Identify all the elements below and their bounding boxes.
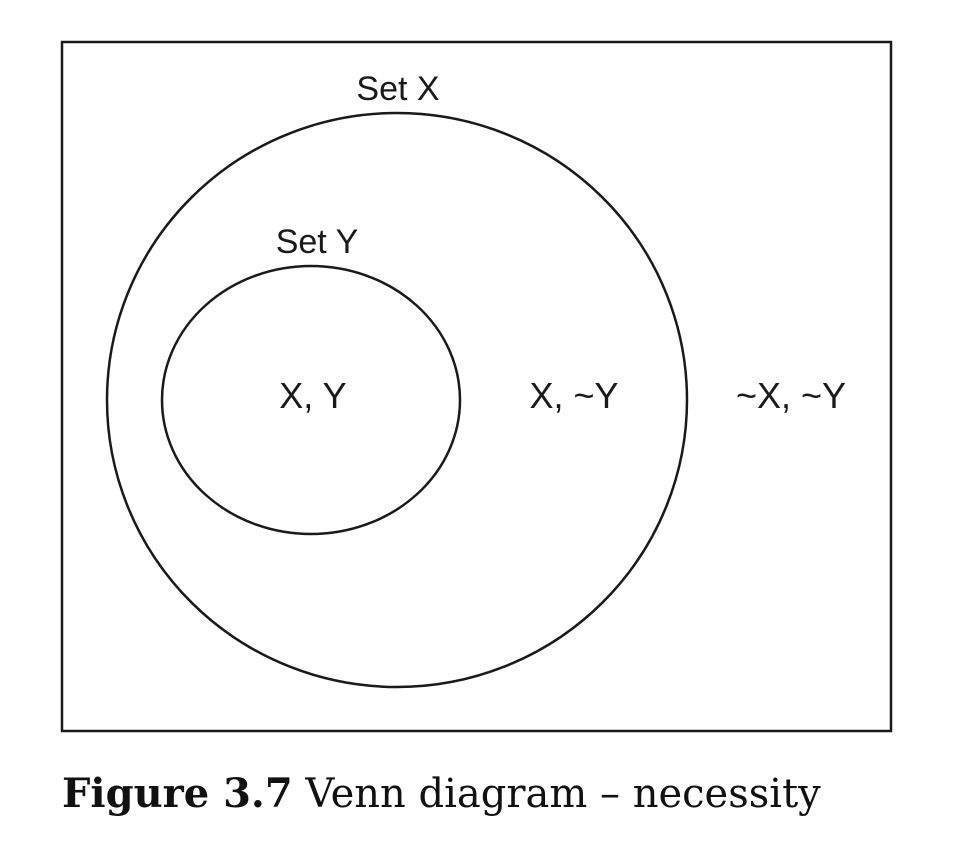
- set-y-circle: [160, 264, 462, 536]
- set-x-label: Set X: [356, 70, 439, 108]
- set-x-circle: [105, 111, 689, 689]
- region-x-y-label: X, Y: [279, 375, 346, 416]
- figure-caption: Figure 3.7 Venn diagram – necessity: [62, 770, 821, 818]
- region-not-x-not-y-label: ~X, ~Y: [736, 375, 846, 416]
- venn-diagram: Set X Set Y X, Y X, ~Y ~X, ~Y: [60, 40, 893, 733]
- figure-caption-text: Venn diagram – necessity: [305, 771, 821, 817]
- set-y-label: Set Y: [276, 223, 359, 261]
- universe-frame: [60, 40, 893, 733]
- region-x-not-y-label: X, ~Y: [529, 375, 618, 416]
- figure-number: Figure 3.7: [62, 770, 293, 817]
